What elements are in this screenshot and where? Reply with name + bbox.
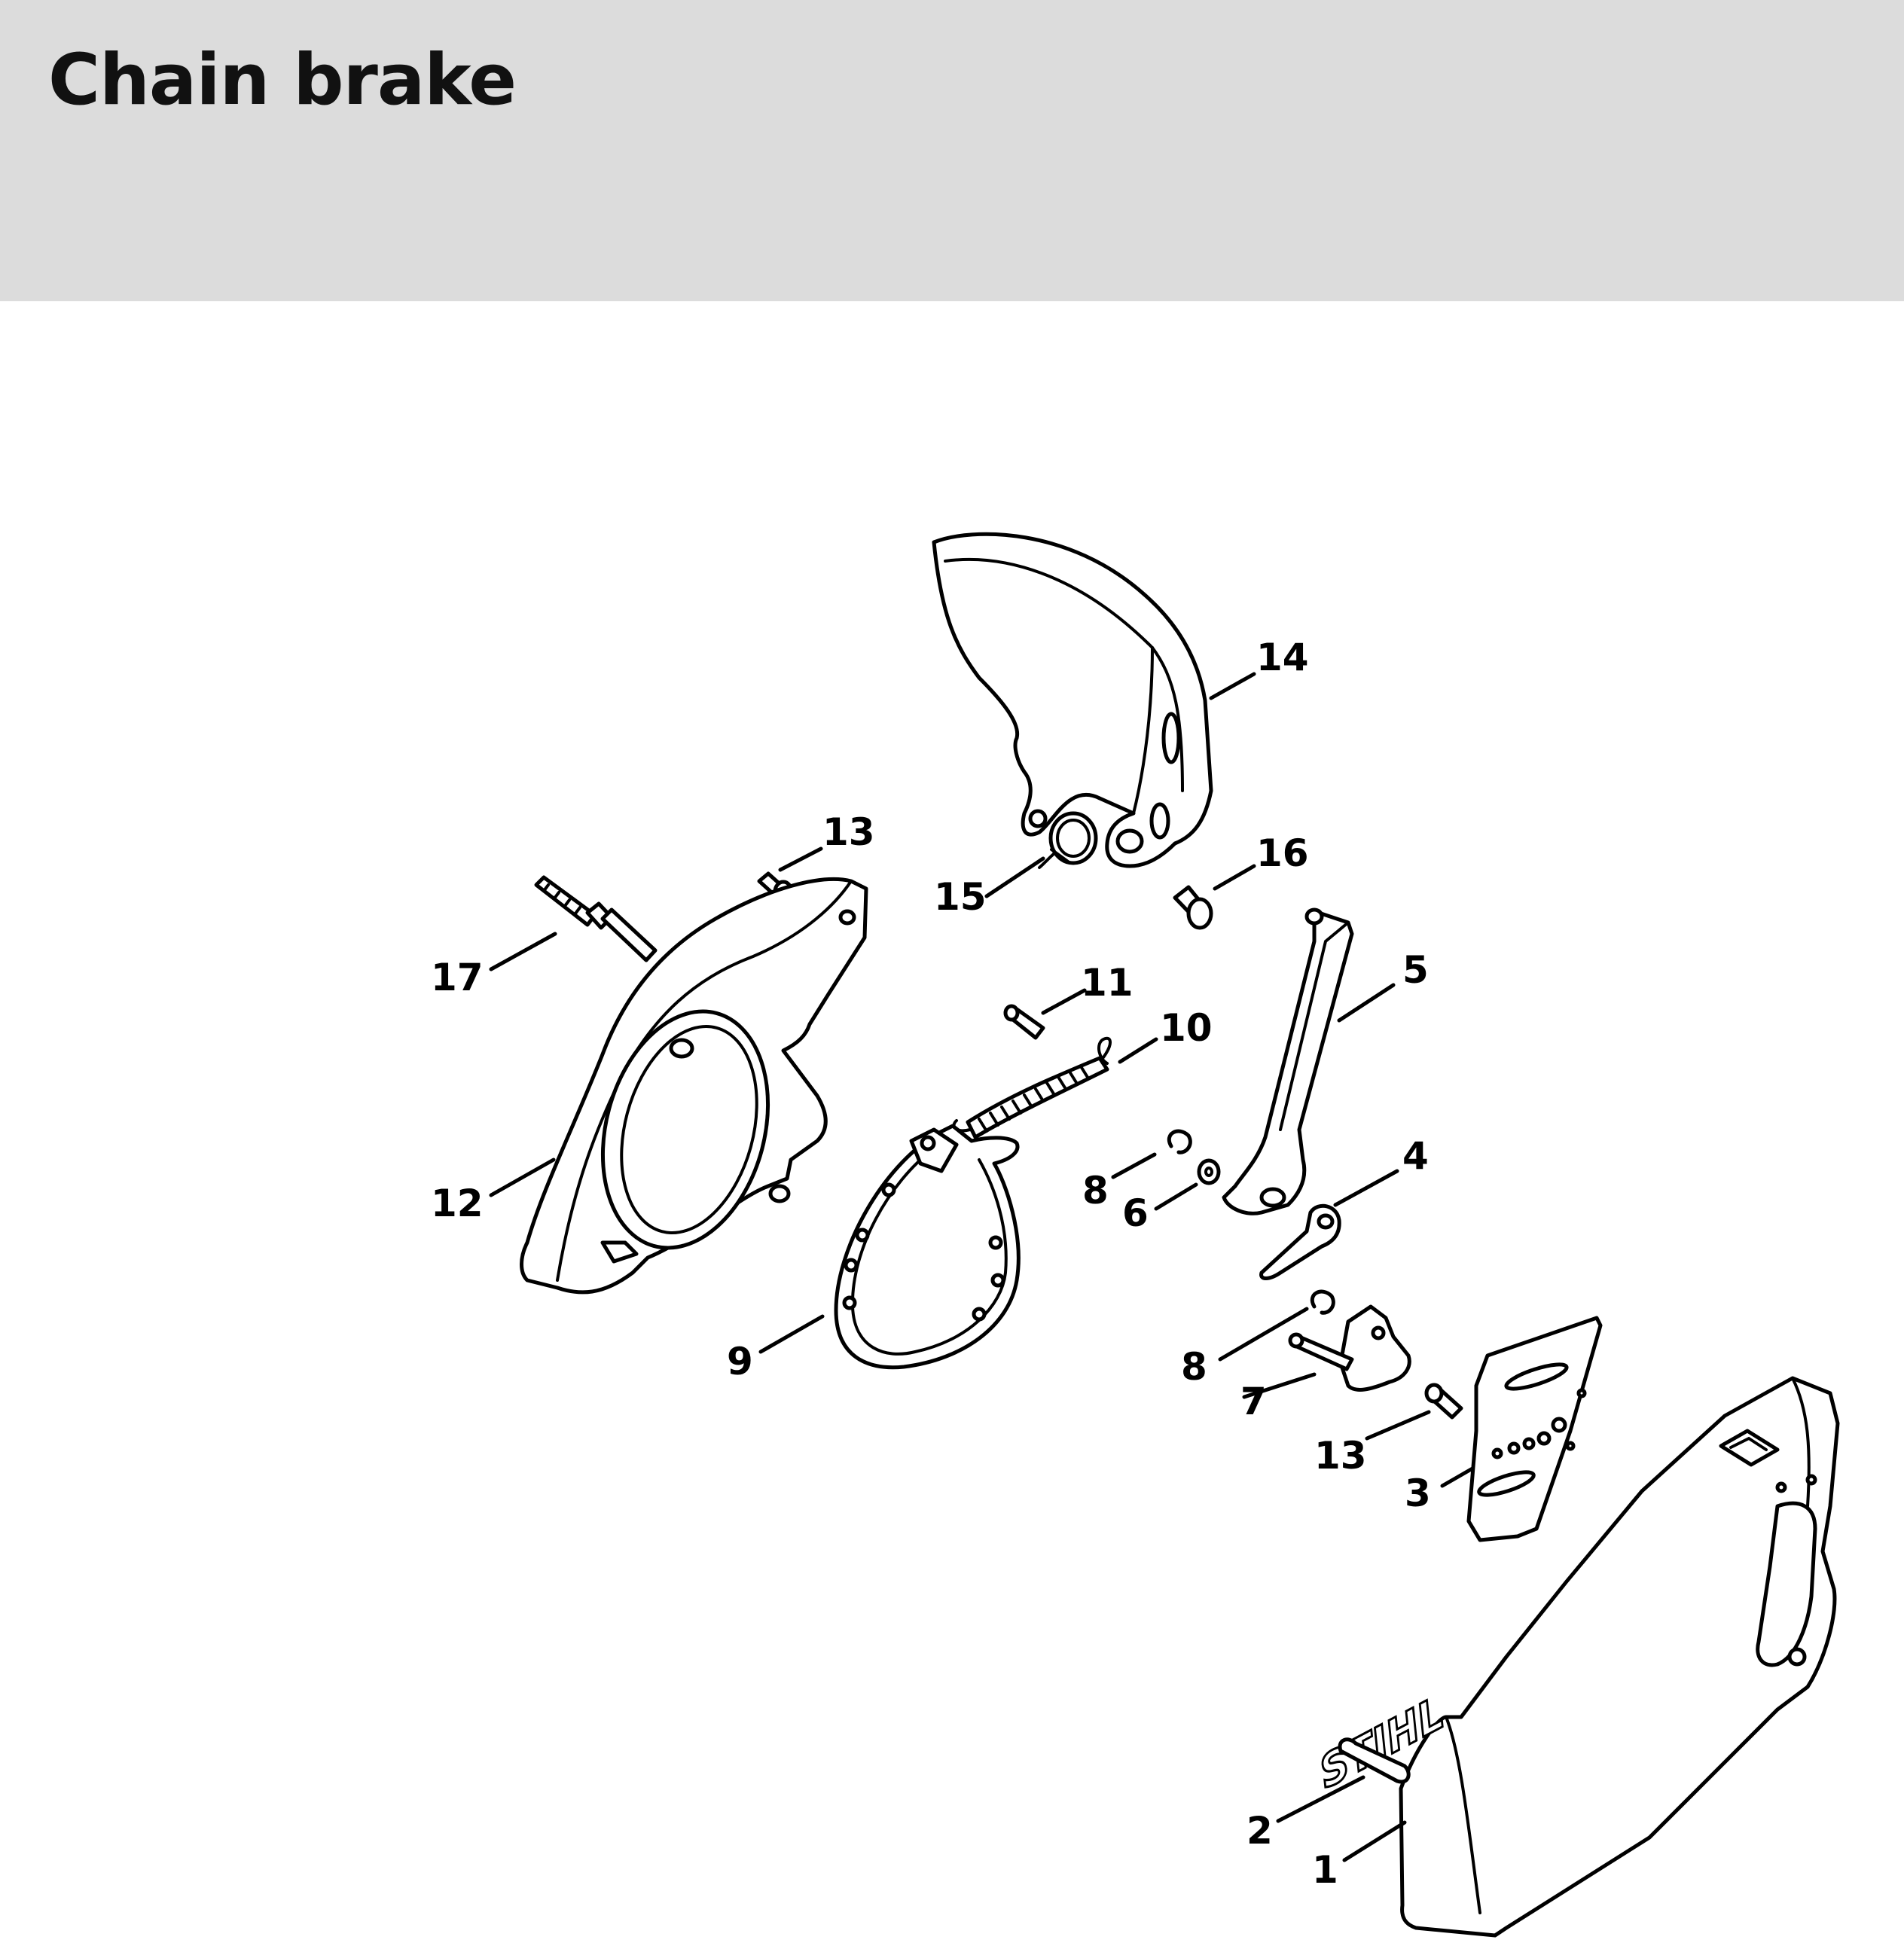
- part-7-bell-crank[interactable]: [1288, 1304, 1411, 1392]
- callout-4: 4: [1402, 1134, 1429, 1178]
- part-9-brake-band[interactable]: [834, 1124, 1021, 1370]
- callout-8a: 8: [1082, 1169, 1109, 1212]
- part-5-lever[interactable]: [1222, 907, 1354, 1215]
- callout-5: 5: [1402, 948, 1429, 992]
- part-17-collar-stud[interactable]: [534, 875, 658, 962]
- callout-numbers: 14 13 16 15 17 11 5 10 4 8 6 12 9 8 7 13…: [431, 636, 1431, 1892]
- callout-3: 3: [1405, 1472, 1431, 1515]
- leader-lines: [489, 672, 1475, 1862]
- part-1-cover[interactable]: STIHL: [1314, 1376, 1840, 1938]
- part-3-guide-plate[interactable]: [1466, 1316, 1603, 1542]
- part-10-tension-spring[interactable]: [952, 1036, 1112, 1139]
- callout-10: 10: [1160, 1006, 1213, 1050]
- callout-14: 14: [1256, 636, 1309, 679]
- part-16-shoulder-screw[interactable]: [1173, 885, 1213, 930]
- part-11-pin[interactable]: [1003, 1004, 1045, 1040]
- callout-9: 9: [727, 1340, 753, 1383]
- callout-15: 15: [934, 875, 987, 919]
- callout-17: 17: [431, 956, 484, 999]
- part-12-sprocket-cover[interactable]: [520, 877, 868, 1295]
- callout-16: 16: [1256, 831, 1309, 875]
- callout-13b: 13: [1314, 1434, 1367, 1478]
- part-6-washer[interactable]: [1197, 1158, 1221, 1185]
- part-2-pin[interactable]: [1338, 1737, 1411, 1784]
- page-title: Chain brake: [48, 39, 517, 121]
- header-band: Chain brake: [0, 0, 1904, 301]
- part-13-screw-lower[interactable]: [1424, 1383, 1463, 1420]
- callout-6: 6: [1122, 1191, 1149, 1235]
- part-15-torsion-spring[interactable]: [1038, 811, 1098, 869]
- callout-1: 1: [1312, 1848, 1338, 1892]
- part-14-hand-guard[interactable]: [932, 532, 1213, 868]
- part-8-e-clip-upper[interactable]: [1167, 1129, 1192, 1154]
- callout-11: 11: [1081, 961, 1134, 1005]
- callout-13a: 13: [822, 810, 875, 854]
- callout-2: 2: [1246, 1809, 1273, 1853]
- callout-7: 7: [1240, 1380, 1267, 1423]
- callout-8b: 8: [1181, 1345, 1207, 1389]
- part-4-pawl[interactable]: [1259, 1203, 1341, 1280]
- callout-12: 12: [431, 1182, 484, 1225]
- part-8-e-clip-lower[interactable]: [1311, 1289, 1335, 1315]
